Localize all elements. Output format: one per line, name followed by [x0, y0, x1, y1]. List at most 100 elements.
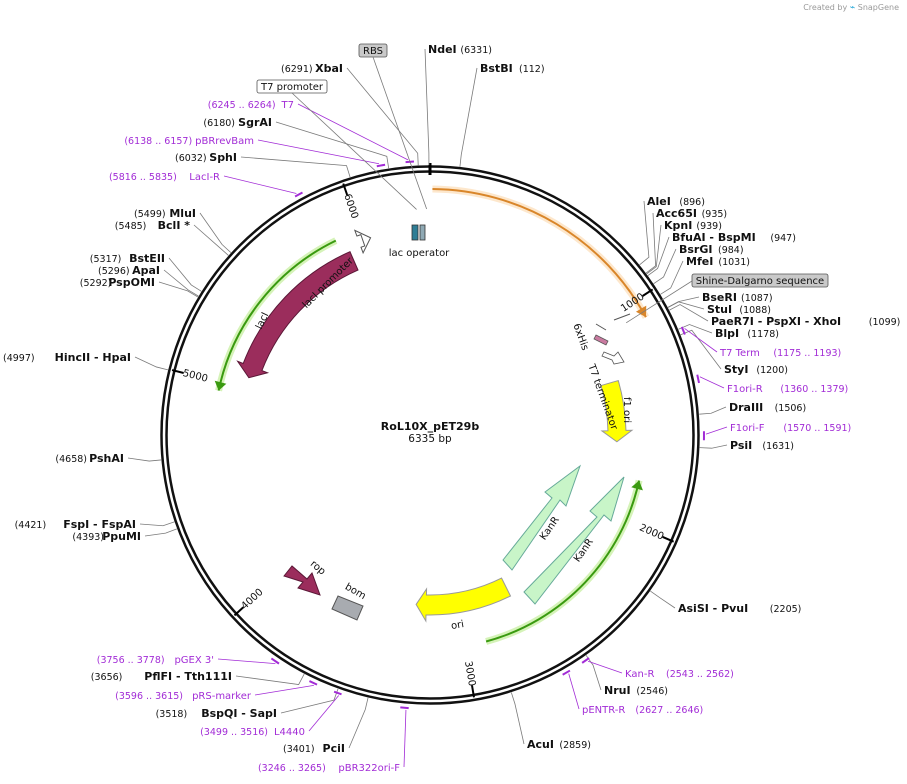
site-position: (939)	[696, 221, 722, 232]
site-position: (6331)	[460, 45, 492, 56]
site-name: StuI	[707, 303, 732, 316]
primer-pgex-3-: pGEX 3' (3756 .. 3778)	[97, 655, 280, 666]
primer-leader	[705, 426, 728, 435]
restriction-site-sphi: SphI(6032)	[175, 151, 237, 164]
primer-leader	[217, 658, 276, 665]
primer-name: pENTR-R	[582, 705, 625, 716]
lac-operator-label: lac operator	[389, 248, 450, 259]
site-position: (4658)	[55, 454, 87, 465]
primer-mark	[376, 163, 386, 168]
kan-region-arrowhead	[631, 480, 643, 491]
site-leader	[127, 457, 162, 462]
lacI-promoter-arrow	[353, 229, 372, 255]
site-leader	[139, 521, 175, 527]
site-name: BspQI - SapI	[201, 707, 277, 720]
site-position: (1088)	[739, 305, 771, 316]
primer-name: pRS-marker	[192, 691, 252, 702]
site-leader	[667, 301, 705, 310]
boxed-label-shine-dalgarno-sequence: Shine-Dalgarno sequence	[625, 273, 829, 324]
primer-kan-r: Kan-R(2543 .. 2562)	[581, 657, 734, 680]
primer-name: L4440	[274, 727, 305, 738]
site-position: (1178)	[747, 329, 779, 340]
insert-arc-glow	[432, 185, 650, 319]
site-name: AsiSI - PvuI	[678, 602, 748, 615]
restriction-site-kpni: KpnI (939)	[664, 219, 722, 232]
restriction-site-acc65i: Acc65I(935)	[656, 207, 727, 220]
site-position: (947)	[770, 233, 796, 244]
primer-name: Kan-R	[625, 669, 654, 680]
site-leader	[235, 673, 305, 685]
site-name: PciI	[323, 742, 345, 755]
primer-t7: T7(6245 .. 6264)	[208, 100, 415, 164]
site-position: (4997)	[3, 353, 35, 364]
ruler-label: 2000	[638, 522, 666, 542]
credit-text: Created by	[803, 3, 848, 12]
snapgene-logo-icon: ⌁	[849, 3, 856, 13]
site-position: (1099)	[869, 317, 901, 328]
ruler-label: 4000	[239, 587, 265, 612]
primer-leader	[684, 328, 718, 353]
site-name: StyI	[724, 363, 748, 376]
site-leader	[660, 260, 684, 295]
site-name: BlpI	[715, 327, 739, 340]
site-position: (3401)	[283, 744, 315, 755]
site-position: (6180)	[203, 118, 235, 129]
site-name: BseRI	[702, 291, 737, 304]
ruler-tick	[471, 685, 475, 698]
site-leader	[459, 67, 478, 167]
restriction-site-bstbi: BstBI(112)	[480, 62, 545, 75]
primer-range: (3756 .. 3778)	[97, 655, 165, 666]
boxed-label-t7-promoter: T7 promoter	[256, 79, 417, 210]
site-name: FspI - FspAI	[63, 518, 136, 531]
leader-lines-layer	[127, 48, 728, 749]
ruler-tick	[662, 535, 675, 543]
site-position: (1087)	[741, 293, 773, 304]
kan-region-arc	[485, 480, 641, 643]
restriction-site-styi: StyI(1200)	[724, 363, 788, 376]
lacI-region-arrowhead	[214, 380, 227, 391]
site-leader	[699, 406, 727, 415]
site-leader	[158, 281, 199, 298]
insert-arrowhead	[635, 305, 647, 318]
site-name: DraIII	[729, 401, 763, 414]
snapgene-credit: Created by ⌁ SnapGene	[803, 3, 899, 13]
site-leader	[424, 48, 430, 166]
ruler-label: 5000	[182, 368, 209, 385]
primer-name: pGEX 3'	[174, 655, 214, 666]
primer-mark	[308, 680, 318, 686]
site-name: PspOMI	[108, 276, 155, 289]
site-name: PshAI	[89, 452, 124, 465]
site-name: BsrGI	[679, 243, 712, 256]
label-text: Shine-Dalgarno sequence	[696, 276, 824, 287]
site-position: (4421)	[15, 520, 47, 531]
label-text: RBS	[363, 46, 383, 57]
bom-box	[331, 595, 364, 621]
primer-l4440: L4440(3499 .. 3516)	[200, 690, 342, 738]
site-leader	[168, 257, 202, 292]
site-leader	[699, 444, 728, 449]
restriction-site-paer7i-pspxi-xhoi: PaeR7I - PspXI - XhoI(1099)	[711, 315, 900, 328]
kanR-arrow-2	[523, 476, 625, 605]
site-name: KpnI	[664, 219, 692, 232]
label-leader	[625, 280, 693, 324]
restriction-site-mlui: MluI(5499)	[134, 207, 196, 220]
site-position: (896)	[679, 197, 705, 208]
primer-range: (5816 .. 5835)	[109, 172, 177, 183]
restriction-site-bcli-: BclI *(5485)	[115, 219, 190, 232]
site-name: XbaI	[315, 62, 343, 75]
boxed-label-rbs: RBS	[358, 43, 428, 210]
restriction-site-pflfi-tth111i: PflFI - Tth111I(3656)	[91, 670, 232, 683]
site-name: BstBI	[480, 62, 513, 75]
credit-product: SnapGene	[857, 3, 899, 12]
f1-ori-arrow	[600, 379, 634, 443]
site-position: (6032)	[175, 153, 207, 164]
site-leader	[346, 67, 419, 166]
primer-range: (6245 .. 6264)	[208, 100, 276, 111]
primer-name: F1ori-F	[730, 423, 765, 434]
lac-operator-box-2	[419, 224, 426, 241]
primer-leader	[297, 103, 409, 161]
site-name: NruI	[604, 684, 631, 697]
ori-arrow	[415, 577, 512, 623]
primer-range: (1175 .. 1193)	[773, 348, 841, 359]
